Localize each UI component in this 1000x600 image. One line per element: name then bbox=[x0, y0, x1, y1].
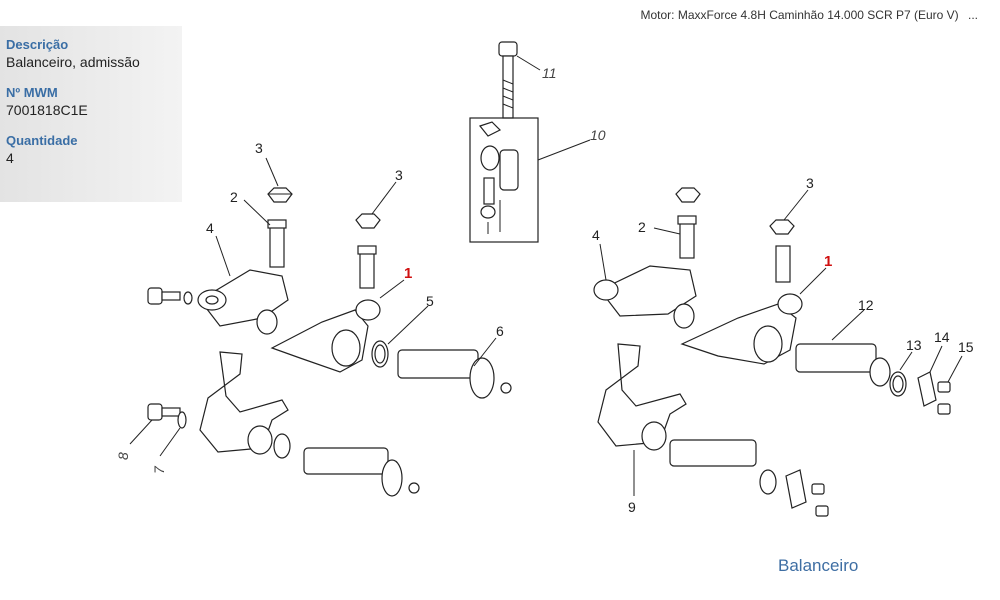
nut-3-left-a[interactable] bbox=[267, 187, 293, 203]
rocker-1-right[interactable] bbox=[680, 293, 803, 365]
callout-3-left-a: 3 bbox=[255, 140, 263, 156]
lower-rocker-right[interactable] bbox=[597, 343, 829, 517]
nut-3-right-b[interactable] bbox=[769, 219, 795, 235]
title-ellipsis[interactable]: ... bbox=[967, 8, 978, 22]
engine-title: Motor: MaxxForce 4.8H Caminhão 14.000 SC… bbox=[641, 8, 979, 22]
adjust-screw-left-b[interactable] bbox=[357, 245, 377, 289]
bolt-11[interactable] bbox=[498, 41, 518, 119]
callout-14-right: 14 bbox=[934, 329, 950, 345]
description-label: Descrição bbox=[6, 37, 69, 52]
callout-3-right: 3 bbox=[806, 175, 814, 191]
shaft-6-left[interactable] bbox=[397, 349, 512, 399]
ring-13-right[interactable] bbox=[889, 371, 907, 397]
mwm-field: Nº MWM 7001818C1E bbox=[6, 85, 182, 119]
adjust-screw-2-left[interactable] bbox=[267, 219, 287, 268]
callout-11: 11 bbox=[542, 65, 557, 81]
small-bolt-left[interactable] bbox=[147, 287, 193, 305]
ring-5-left[interactable] bbox=[371, 340, 389, 368]
callout-4-right: 4 bbox=[592, 227, 600, 243]
callout-13-right: 13 bbox=[906, 337, 922, 353]
callout-10: 10 bbox=[590, 127, 606, 143]
callout-2-left: 2 bbox=[230, 189, 238, 205]
quantity-value: 4 bbox=[6, 150, 14, 166]
bolt-15-right[interactable] bbox=[937, 381, 951, 415]
quantity-label: Quantidade bbox=[6, 133, 78, 148]
rocker-1-left[interactable] bbox=[270, 299, 381, 373]
rocker-4-left[interactable] bbox=[197, 269, 289, 335]
mwm-label: Nº MWM bbox=[6, 85, 58, 100]
callout-15-right: 15 bbox=[958, 339, 974, 355]
description-field: Descrição Balanceiro, admissão bbox=[6, 37, 182, 71]
washer-7-left[interactable] bbox=[177, 411, 187, 429]
callout-3-left-b: 3 bbox=[395, 167, 403, 183]
shaft-12-right[interactable] bbox=[795, 343, 891, 387]
adjust-screw-right-b[interactable] bbox=[775, 245, 791, 283]
callout-1-right: 1 bbox=[824, 253, 832, 270]
engine-title-text: Motor: MaxxForce 4.8H Caminhão 14.000 SC… bbox=[640, 8, 959, 22]
callout-8-left: 8 bbox=[115, 452, 131, 460]
bolt-8-left[interactable] bbox=[147, 403, 181, 421]
callout-6-left: 6 bbox=[496, 323, 504, 339]
callout-9-right: 9 bbox=[628, 499, 636, 515]
callout-12-right: 12 bbox=[858, 297, 874, 313]
plate-14-right[interactable] bbox=[917, 371, 937, 407]
mwm-value: 7001818C1E bbox=[6, 102, 88, 118]
callout-4-left: 4 bbox=[206, 220, 214, 236]
diagram-caption: Balanceiro bbox=[778, 556, 859, 575]
rocker-4-right[interactable] bbox=[593, 265, 697, 329]
part-info-panel: Descrição Balanceiro, admissão Nº MWM 70… bbox=[0, 26, 182, 202]
callout-1-left: 1 bbox=[404, 265, 412, 282]
callout-7-left: 7 bbox=[151, 465, 167, 474]
adjust-screw-2-right[interactable] bbox=[677, 215, 697, 259]
nut-3-right-a[interactable] bbox=[675, 187, 701, 203]
lower-rocker-left[interactable] bbox=[199, 351, 420, 497]
quantity-field: Quantidade 4 bbox=[6, 133, 182, 167]
description-value: Balanceiro, admissão bbox=[6, 54, 140, 70]
assembly-box-10[interactable] bbox=[469, 117, 539, 243]
callout-2-right: 2 bbox=[638, 219, 646, 235]
nut-3-left-b[interactable] bbox=[355, 213, 381, 229]
callout-5-left: 5 bbox=[426, 293, 434, 309]
